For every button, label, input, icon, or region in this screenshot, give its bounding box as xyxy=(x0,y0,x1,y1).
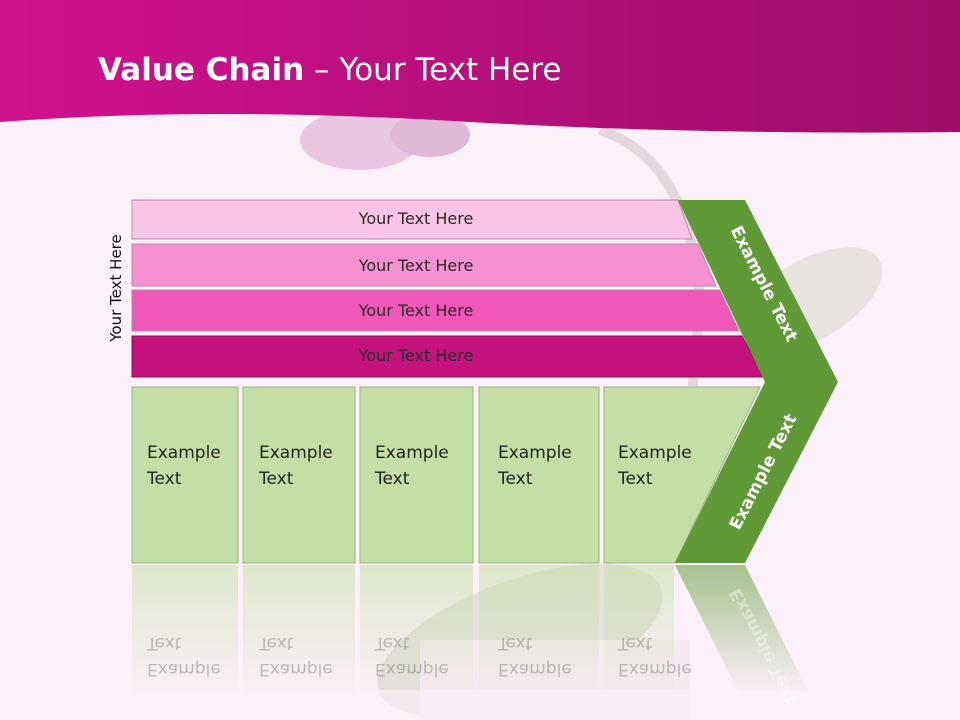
chevron-arrow xyxy=(675,200,838,563)
bar-2-label: Your Text Here xyxy=(358,256,474,275)
box-2 xyxy=(242,386,356,564)
reflection xyxy=(132,565,810,695)
box-3 xyxy=(359,386,474,564)
bar-3-label: Your Text Here xyxy=(358,301,474,320)
title-bold: Value Chain xyxy=(98,52,305,88)
side-label: Your Text Here xyxy=(107,234,125,342)
title-rest: – Your Text Here xyxy=(304,52,562,88)
box-4 xyxy=(478,386,600,564)
bar-4-label: Your Text Here xyxy=(358,346,474,365)
page-title: Value Chain – Your Text Here xyxy=(98,52,561,88)
bar-1 xyxy=(131,199,693,240)
box-1 xyxy=(131,386,239,564)
bar-1-label: Your Text Here xyxy=(358,209,474,228)
bar-3 xyxy=(131,289,740,332)
header-band xyxy=(0,0,960,133)
bar-2 xyxy=(131,243,717,287)
